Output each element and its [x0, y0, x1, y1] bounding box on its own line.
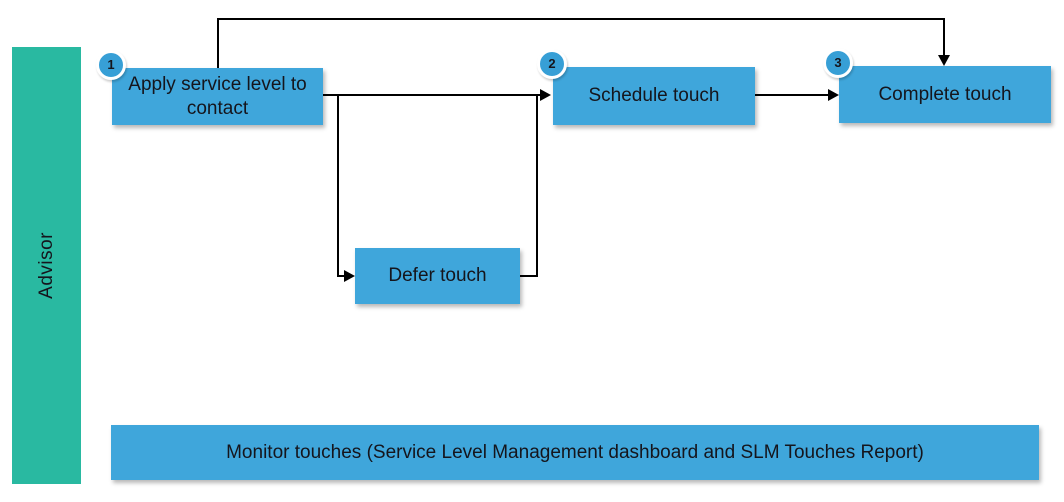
node-schedule-label: Schedule touch — [588, 85, 720, 107]
connector-branch-down-to-defer — [337, 94, 339, 276]
arrowhead-into-schedule — [540, 89, 551, 101]
connector-apply-to-complete-horizontal — [217, 18, 945, 20]
advisor-lane: Advisor — [12, 47, 81, 484]
node-schedule-touch: Schedule touch 2 — [537, 49, 755, 125]
advisor-lane-label: Advisor — [35, 232, 57, 299]
node-monitor-touches: Monitor touches (Service Level Managemen… — [111, 425, 1039, 480]
connector-defer-return-vertical — [536, 94, 538, 277]
arrowhead-into-defer — [344, 270, 355, 282]
step-badge-3: 3 — [823, 48, 853, 78]
node-defer-label: Defer touch — [388, 265, 487, 287]
arrowhead-into-complete-left — [828, 89, 839, 101]
connector-defer-out-horizontal — [520, 275, 538, 277]
node-defer-touch: Defer touch — [355, 248, 520, 304]
step-badge-2: 2 — [537, 49, 567, 79]
node-complete-label: Complete touch — [878, 83, 1012, 105]
connector-complete-top-vertical — [943, 18, 945, 56]
node-apply-service-level: Apply service level to contact 1 — [96, 50, 323, 125]
connector-apply-to-schedule — [323, 94, 540, 96]
node-apply-label: Apply service level to contact — [128, 73, 307, 119]
connector-schedule-to-complete — [755, 94, 828, 96]
node-monitor-label: Monitor touches (Service Level Managemen… — [226, 441, 924, 463]
connector-branch-into-defer — [337, 275, 344, 277]
connector-apply-top-vertical — [217, 18, 219, 68]
node-complete-touch: Complete touch 3 — [823, 48, 1051, 123]
step-badge-1: 1 — [96, 50, 126, 80]
arrowhead-into-complete-top — [938, 55, 950, 66]
